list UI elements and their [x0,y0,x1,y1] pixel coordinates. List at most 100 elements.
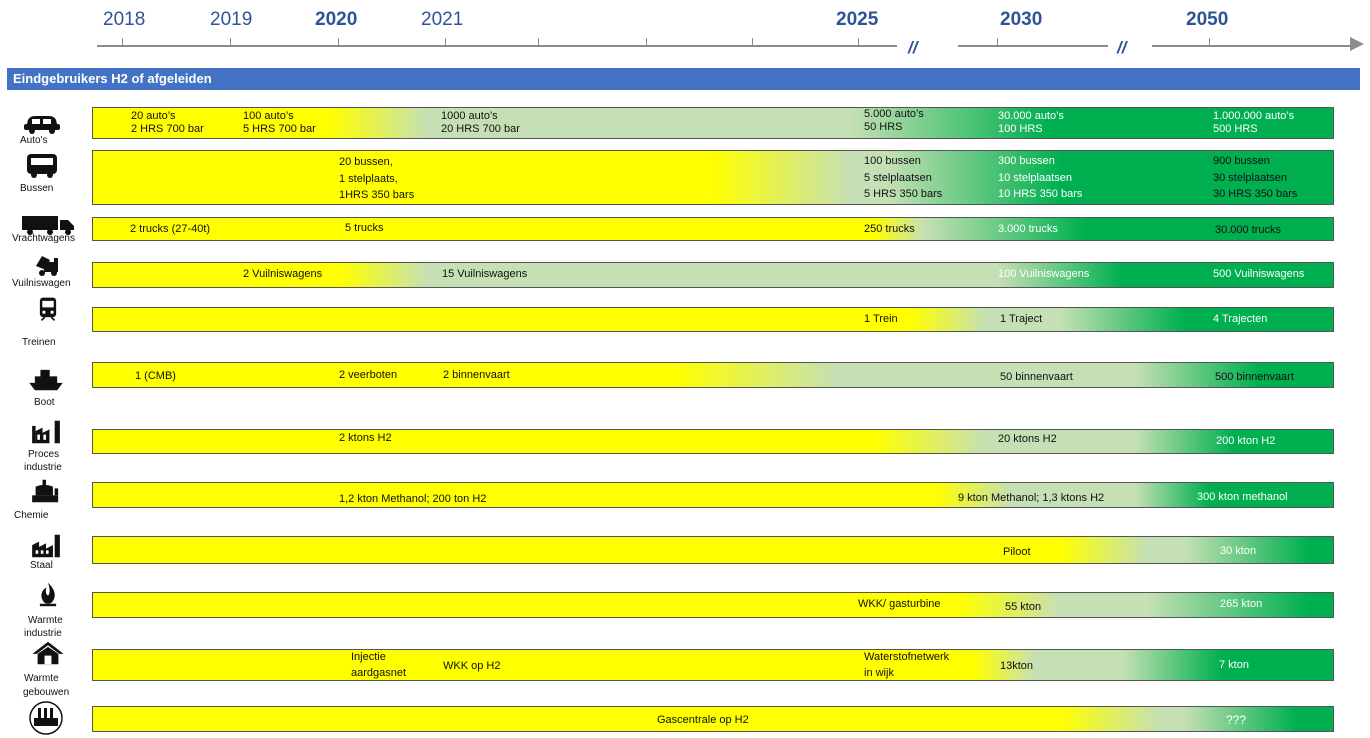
bar-label: 50 binnenvaart [1000,371,1073,383]
bar-label: in wijk [864,667,894,679]
bar-label: 10 stelplaatsen [998,172,1072,184]
bar-label: 100 Vuilniswagens [998,268,1090,280]
row-label: Staal [30,560,53,571]
bar-label: 1HRS 350 bars [339,189,415,201]
year-2019: 2019 [210,9,253,30]
bar-label: 1 (CMB) [135,370,176,382]
power-plant-icon [29,701,63,735]
bar-label: 4 Trajecten [1213,313,1268,325]
section-header: Eindgebruikers H2 of afgeleiden [7,68,1360,90]
bar-label: WKK op H2 [443,660,501,672]
timeline-bar [92,307,1334,332]
bar-label: 5 stelplaatsen [864,172,932,184]
timeline-bar [92,592,1334,618]
bar-label: 20 ktons H2 [998,433,1057,445]
bar-label: 500 binnenvaart [1215,371,1294,383]
bar-label: 50 HRS [864,121,903,133]
timeline-axis-segment-1 [97,45,897,47]
tick [752,38,753,47]
row-label: Auto's [20,135,48,146]
timeline-bar [92,362,1334,388]
bus-icon [27,154,57,178]
bar-label: Gascentrale op H2 [657,714,749,726]
bar-label: 30 HRS 350 bars [1213,188,1298,200]
row-label: Treinen [22,337,56,348]
year-2020: 2020 [315,9,358,30]
timeline-bar [92,429,1334,454]
year-2030: 2030 [1000,9,1043,30]
bar-label: aardgasnet [351,667,407,679]
bar-label: 30 kton [1220,545,1257,557]
car-icon [24,116,60,134]
bar-label: 900 bussen [1213,155,1270,167]
timeline-bar [92,217,1334,241]
tick [445,38,446,47]
row-label: Proces [28,449,60,460]
timeline-arrow-icon [1350,37,1364,51]
bar-label: 30.000 trucks [1215,224,1282,236]
bar-label: 5 HRS 350 bars [864,188,943,200]
year-2025: 2025 [836,9,879,30]
bar-label: 3.000 trucks [998,223,1058,235]
bar-label: 2 veerboten [339,369,398,381]
bar-label: 2 HRS 700 bar [131,123,204,135]
bar-label: 500 HRS [1213,123,1258,135]
bar-label: 100 auto’s [243,110,294,122]
bar-label: 2 trucks (27-40t) [130,223,211,235]
garbage-truck-icon [36,256,58,276]
bar-label: 300 bussen [998,155,1055,167]
row-label: Warmte [28,615,63,626]
bar-label: WKK/ gasturbine [858,598,941,610]
bar-label: 55 kton [1005,601,1042,613]
bar-label: 1.000.000 auto’s [1213,110,1295,122]
bar-label: 20 auto’s [131,110,176,122]
bar-label: 1 Trein [864,313,898,325]
bar-label: 2 ktons H2 [339,432,392,444]
timeline-bar [92,649,1334,681]
bar-label: 20 HRS 700 bar [441,123,520,135]
bar-label: 30.000 auto’s [998,110,1064,122]
axis-break-mark: // [1117,38,1127,57]
bar-label: 1000 auto’s [441,110,498,122]
row-label: Warmte [24,673,59,684]
row-label: industrie [24,462,62,473]
row-label: Vrachtwagens [12,233,75,244]
factory-icon [32,420,60,444]
bar-label: 9 kton Methanol; 1,3 ktons H2 [958,492,1105,504]
bar-label: 200 kton H2 [1216,435,1276,447]
bar-label: 15 Vuilniswagens [442,268,528,280]
year-2018: 2018 [103,9,146,30]
tick [858,38,859,47]
tick [338,38,339,47]
timeline-bar [92,482,1334,508]
axis-break-mark: // [908,38,918,57]
bar-label: Piloot [1003,546,1031,558]
bar-label: 2 Vuilniswagens [243,268,323,280]
bar-label: 20 bussen, [339,156,393,168]
tick [997,38,998,47]
truck-icon [22,216,74,235]
bar-label: 5 trucks [345,222,384,234]
bar-label: 7 kton [1219,659,1249,671]
steel-factory-icon [32,534,60,558]
tick [122,38,123,47]
tick [646,38,647,47]
bar-label: 5 HRS 700 bar [243,123,316,135]
timeline-bar [92,107,1334,139]
row-label: Chemie [14,510,49,521]
row-label: Boot [34,397,55,408]
bar-label: ??? [1226,713,1247,727]
bar-label: 1 Traject [1000,313,1043,325]
row-label: industrie [24,628,62,639]
bar-label: 2 binnenvaart [443,369,510,381]
timeline-bar [92,536,1334,564]
timeline-bar [92,706,1334,732]
bar-label: 265 kton [1220,598,1263,610]
bar-label: 30 stelplaatsen [1213,172,1287,184]
house-icon [32,641,64,665]
bar-label: 10 HRS 350 bars [998,188,1083,200]
year-2050: 2050 [1186,9,1229,30]
tick [538,38,539,47]
tick [1209,38,1210,47]
ship-icon [29,369,63,391]
